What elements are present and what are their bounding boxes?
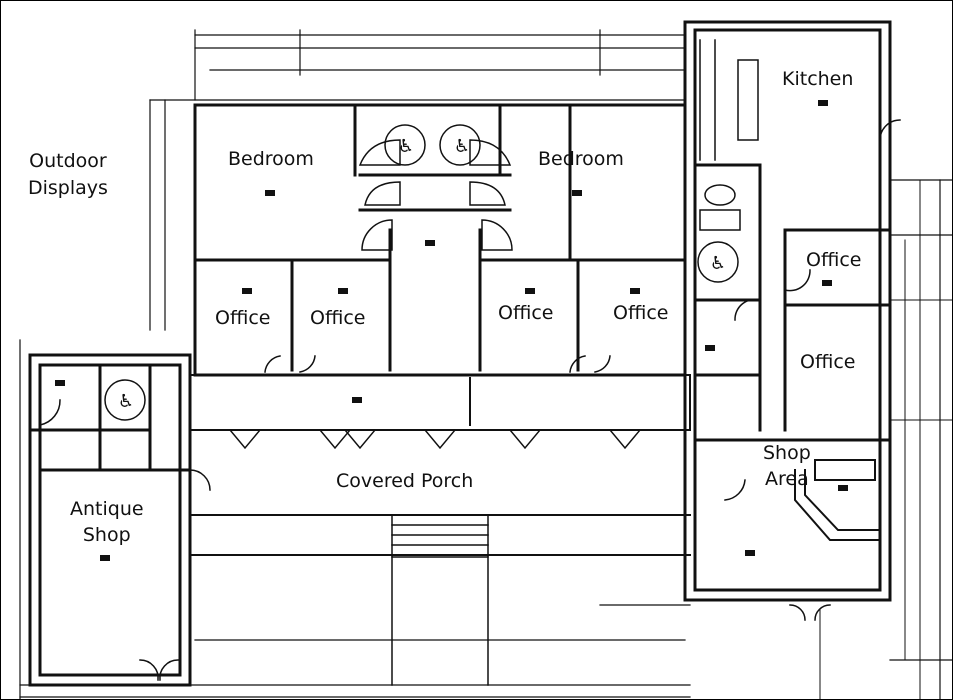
svg-text:♿: ♿ [454,136,470,157]
svg-text:♿: ♿ [710,253,726,274]
shop-counter [794,459,881,541]
door-swing-icon [39,119,901,681]
label-shop-area: Shop Area [763,442,811,490]
stairs-icon [391,514,489,686]
label-bedroom-left: Bedroom [228,148,314,170]
room-tags [55,100,848,561]
kitchen-counter [699,39,759,161]
svg-text:♿: ♿ [398,136,414,157]
label-antique-shop: Antique Shop [70,498,144,546]
label-bedroom-right: Bedroom [538,148,624,170]
outdoor-grid [819,179,953,700]
accessible-restroom-icon: ♿ ♿ ♿ ♿ [118,136,726,412]
label-office-4: Office [613,302,669,324]
restroom-fixtures [104,124,741,421]
main-building-walls [193,103,687,377]
label-office-1: Office [215,307,271,329]
label-office-3: Office [498,302,554,324]
antique-shop-walls [28,353,192,687]
label-covered-porch: Covered Porch [336,470,474,492]
label-office-2: Office [310,307,366,329]
label-office-6: Office [800,351,856,373]
label-office-5: Office [806,249,862,271]
porch-outline [189,374,691,686]
east-wing-walls [683,20,892,602]
svg-text:♿: ♿ [118,391,134,412]
label-outdoor-displays: Outdoor Displays [28,150,108,199]
label-kitchen: Kitchen [782,68,854,90]
